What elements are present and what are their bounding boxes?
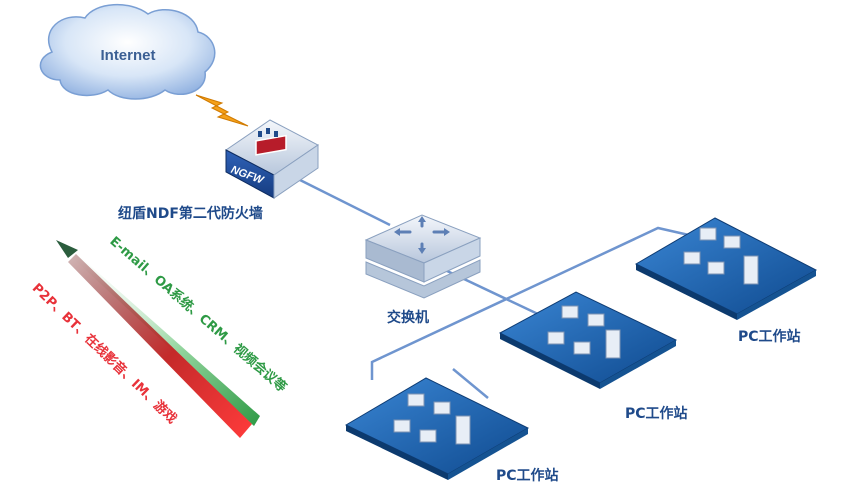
workstation-label-middle: PC工作站 [625,406,688,422]
traffic-arrow-icon [56,240,78,258]
blocked-traffic-beam [68,254,252,438]
switch-label: 交换机 [387,310,429,326]
workstation-group-right [634,217,818,320]
firewall-device [225,119,319,199]
workstation-group-middle [498,291,678,389]
workstation-label-right: PC工作站 [738,329,801,345]
workstation-label-left: PC工作站 [496,468,559,484]
switch-device [364,214,482,299]
internet-cloud [39,3,216,100]
lightning-icon [195,94,249,127]
internet-label: Internet [100,47,155,64]
firewall-label: 纽盾NDF第二代防火墙 [118,206,263,222]
workstation-group-left [344,377,530,480]
